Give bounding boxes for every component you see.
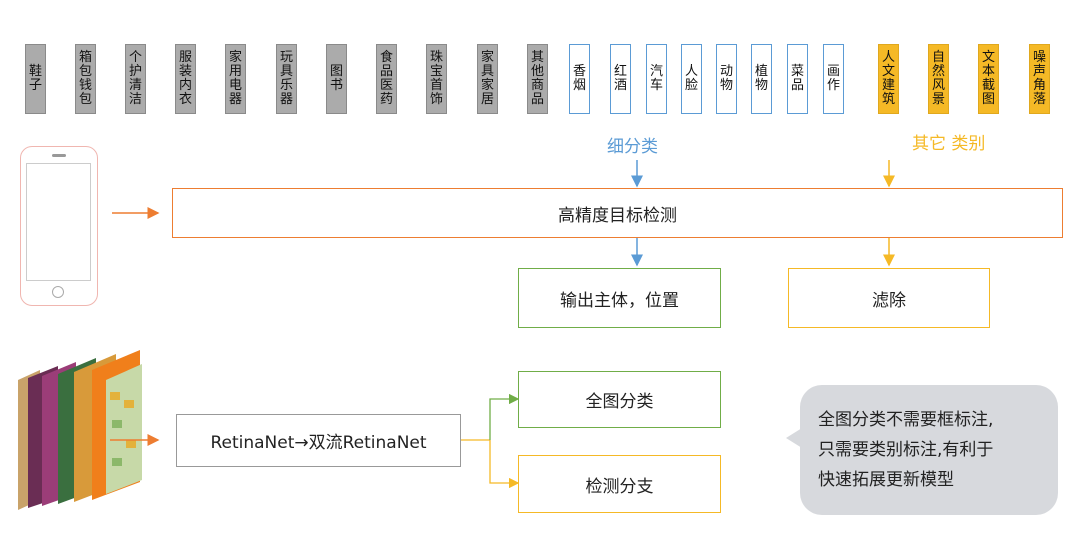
detection-box: 高精度目标检测	[172, 188, 1063, 238]
category-box: 植物	[751, 44, 772, 114]
output-box: 输出主体，位置	[518, 268, 721, 328]
bubble-line-3: 快速拓展更新模型	[818, 470, 954, 490]
category-box: 食品医药	[376, 44, 397, 114]
phone-screen	[26, 163, 91, 281]
category-label: 画作	[826, 64, 840, 93]
bubble-line-1: 全图分类不需要框标注,	[818, 410, 994, 430]
category-label: 香烟	[572, 64, 586, 93]
category-label: 家用电器	[228, 50, 242, 107]
category-label: 植物	[754, 64, 768, 93]
category-box: 鞋子	[25, 44, 46, 114]
category-box: 图书	[326, 44, 347, 114]
category-box: 香烟	[569, 44, 590, 114]
category-label: 家具家居	[480, 50, 494, 107]
category-box: 自然风景	[928, 44, 949, 114]
category-box: 汽车	[646, 44, 667, 114]
phone-speaker	[52, 154, 66, 157]
category-label: 食品医药	[379, 50, 393, 107]
category-box: 菜品	[787, 44, 808, 114]
image-stack-icon	[18, 350, 142, 510]
category-box: 箱包钱包	[75, 44, 96, 114]
category-box: 家具家居	[477, 44, 498, 114]
category-label: 箱包钱包	[78, 50, 92, 107]
category-box: 家用电器	[225, 44, 246, 114]
bubble-line-2: 只需要类别标注,有利于	[818, 440, 994, 460]
category-label: 噪声角落	[1032, 50, 1046, 107]
phone-home-button	[52, 286, 64, 298]
category-box: 玩具乐器	[276, 44, 297, 114]
phone-icon	[20, 146, 98, 306]
fine-class-label: 细分类	[607, 137, 658, 157]
category-box: 人文建筑	[878, 44, 899, 114]
detect-branch-box: 检测分支	[518, 455, 721, 513]
category-box: 噪声角落	[1029, 44, 1050, 114]
category-box: 个护清洁	[125, 44, 146, 114]
other-class-label: 其它 类别	[912, 134, 986, 154]
category-label: 菜品	[790, 64, 804, 93]
category-label: 红酒	[613, 64, 627, 93]
filter-box: 滤除	[788, 268, 990, 328]
full-class-box: 全图分类	[518, 371, 721, 428]
category-box: 画作	[823, 44, 844, 114]
category-box: 红酒	[610, 44, 631, 114]
category-label: 玩具乐器	[279, 50, 293, 107]
category-label: 图书	[329, 64, 343, 93]
category-box: 动物	[716, 44, 737, 114]
category-label: 动物	[719, 64, 733, 93]
note-bubble: 全图分类不需要框标注, 只需要类别标注,有利于 快速拓展更新模型	[800, 385, 1058, 515]
category-label: 文本截图	[981, 50, 995, 107]
bubble-tail	[786, 428, 802, 448]
category-label: 其他商品	[530, 50, 544, 107]
category-label: 人脸	[684, 64, 698, 93]
category-label: 汽车	[649, 64, 663, 93]
category-box: 文本截图	[978, 44, 999, 114]
category-label: 个护清洁	[128, 50, 142, 107]
category-label: 自然风景	[931, 50, 945, 107]
category-box: 其他商品	[527, 44, 548, 114]
category-label: 服装内衣	[178, 50, 192, 107]
retinanet-box: RetinaNet→双流RetinaNet	[176, 414, 461, 467]
category-box: 珠宝首饰	[426, 44, 447, 114]
category-box: 服装内衣	[175, 44, 196, 114]
category-label: 珠宝首饰	[429, 50, 443, 107]
category-box: 人脸	[681, 44, 702, 114]
category-label: 鞋子	[28, 64, 42, 93]
category-label: 人文建筑	[881, 50, 895, 107]
